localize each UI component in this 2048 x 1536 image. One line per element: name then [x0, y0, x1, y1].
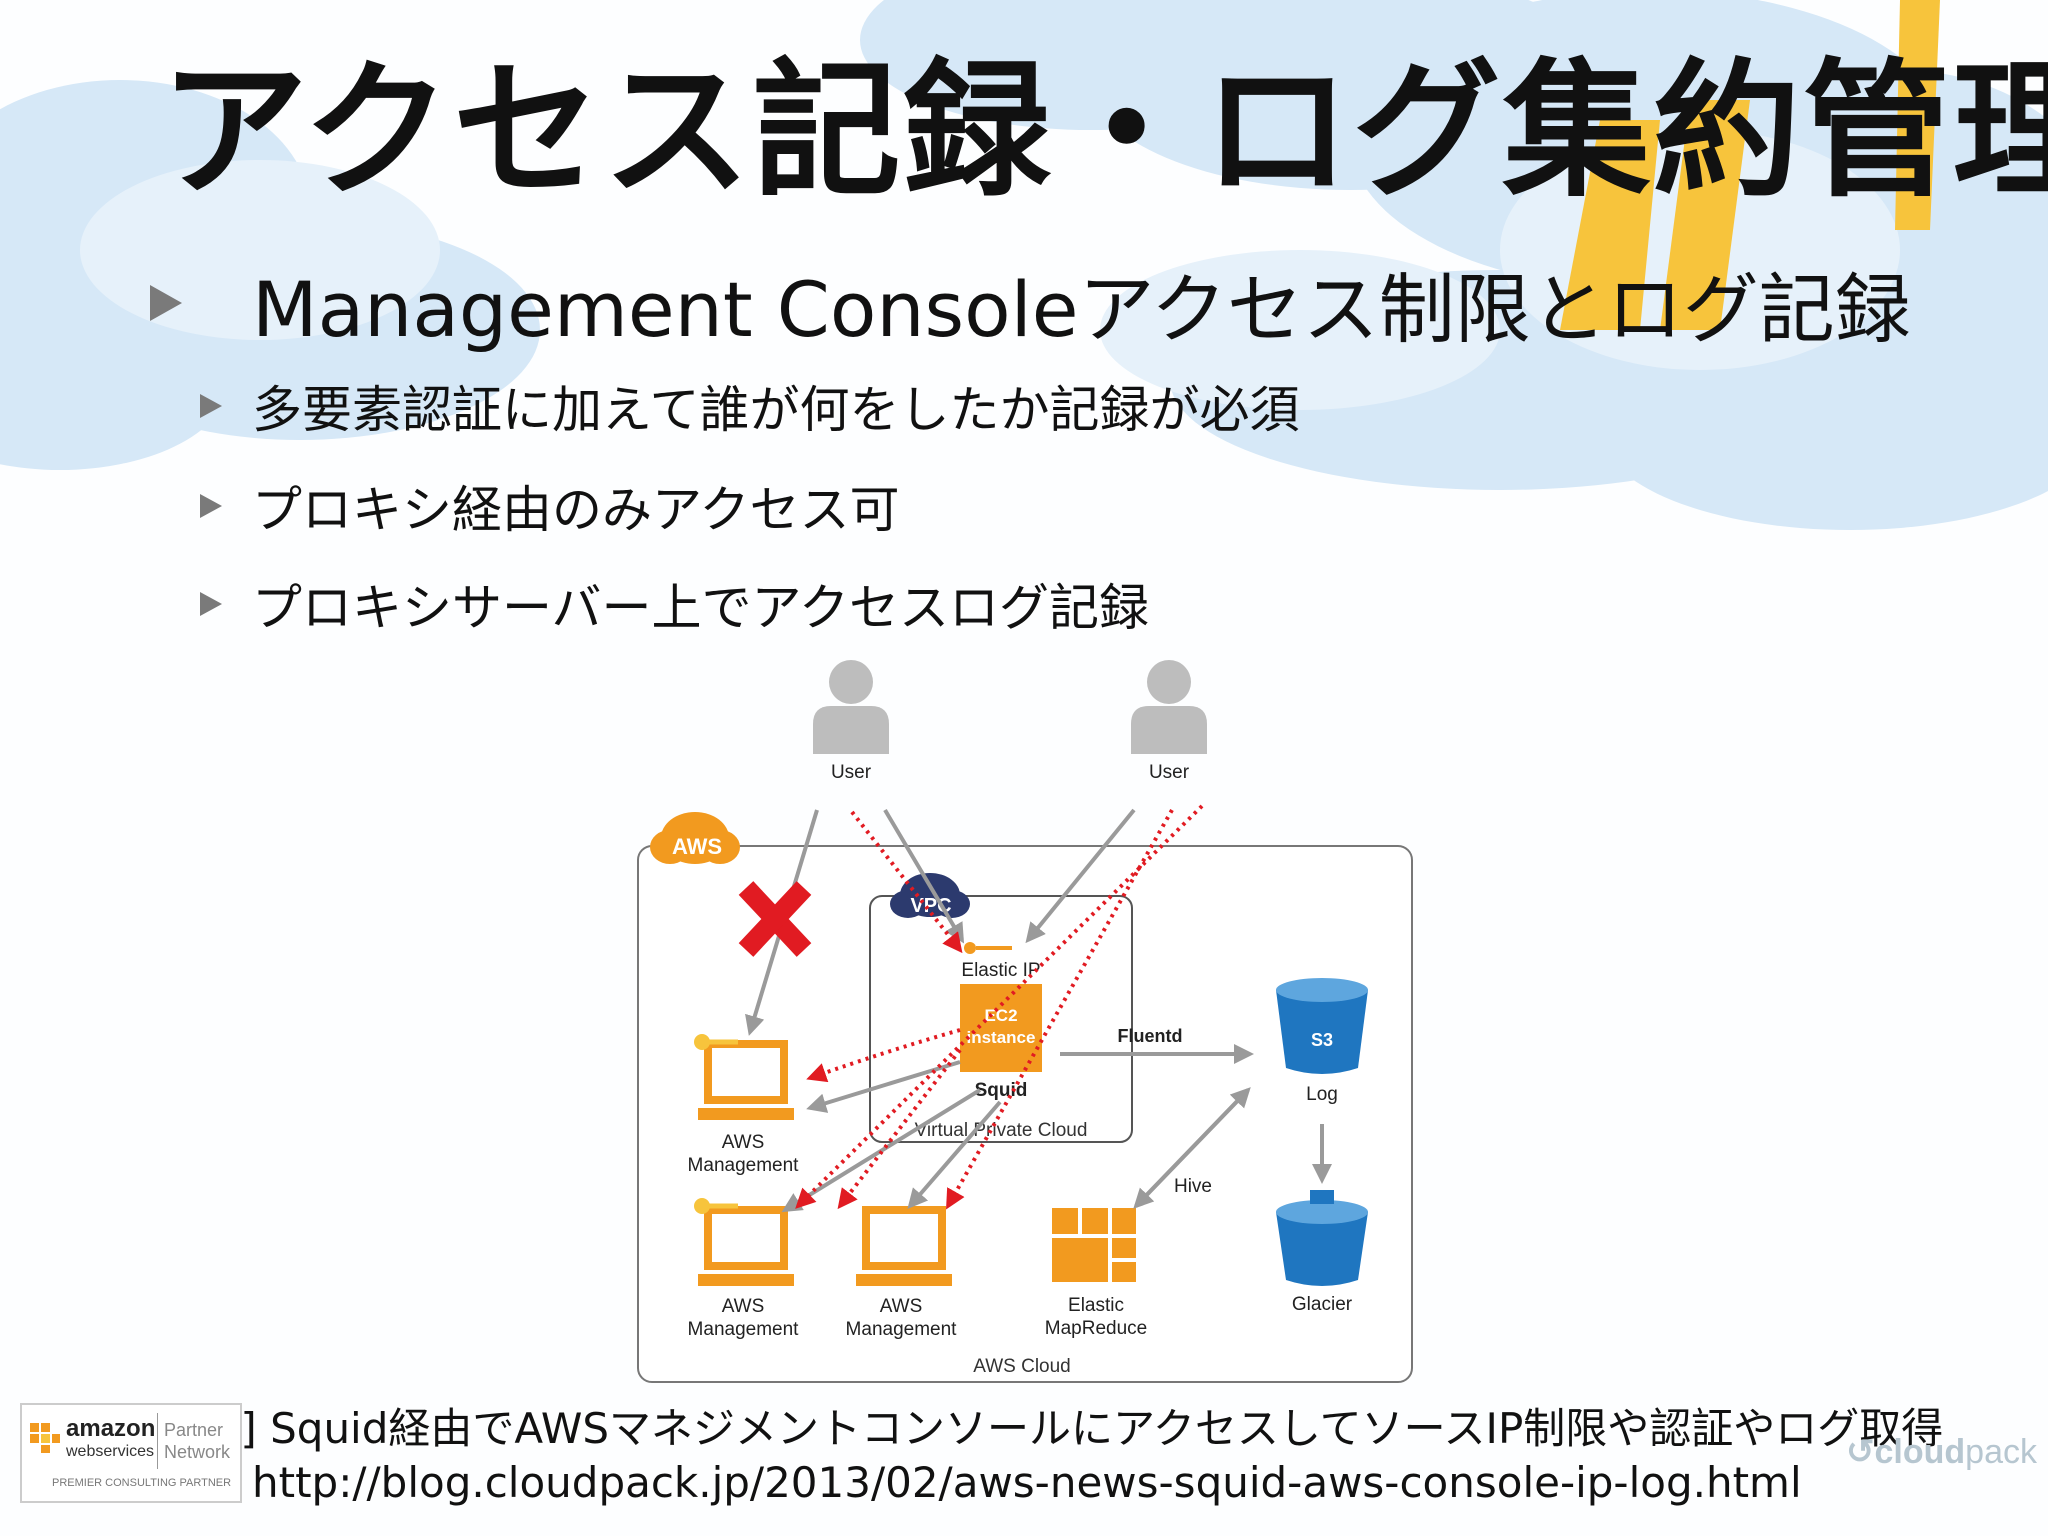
aws-badge-label: AWS: [672, 834, 722, 859]
elastic-ip-icon: [964, 942, 1012, 954]
monitor-icon: [856, 1206, 952, 1286]
user-label: User: [1149, 762, 1190, 783]
red-x-icon: [738, 881, 812, 957]
bullet-triangle-icon: [200, 394, 222, 418]
bullet-main: Management Consoleアクセス制限とログ記録: [150, 248, 1911, 358]
emr-label-1: Elastic: [1068, 1295, 1124, 1316]
sub-bullet-text: 多要素認証に加えて誰が何をしたか記録が必須: [252, 381, 1300, 439]
sub-bullet-text: プロキシサーバー上でアクセスログ記録: [252, 579, 1149, 637]
bullet-triangle-icon: [150, 285, 182, 321]
emr-icon: [1052, 1208, 1136, 1282]
monitor-icon: [694, 1034, 794, 1120]
cloudpack-text-b: pack: [1965, 1433, 2037, 1471]
ec2-instance-icon: EC2 instance: [960, 984, 1042, 1072]
vpc-label: Virtual Private Cloud: [915, 1120, 1088, 1141]
amazon-text: amazon: [66, 1415, 156, 1442]
hive-label: Hive: [1174, 1176, 1212, 1197]
user-icon: [813, 660, 889, 754]
architecture-diagram: AWS Cloud AWS VPC Virtual Private Cloud …: [637, 660, 1413, 1383]
aws-cloud-boundary: [637, 845, 1413, 1383]
vpc-box: [869, 895, 1133, 1143]
amazon-cubes-icon: [30, 1423, 60, 1453]
logo-divider: [157, 1413, 158, 1469]
bullet-triangle-icon: [200, 592, 222, 616]
sub-bullet: プロキシ経由のみアクセス可: [200, 470, 900, 542]
reference-url[interactable]: http://blog.cloudpack.jp/2013/02/aws-new…: [252, 1458, 1802, 1507]
aws-mgmt-label-1: AWS: [880, 1296, 923, 1317]
monitor-icon: [694, 1198, 794, 1286]
aws-mgmt-label-2: Management: [688, 1319, 800, 1340]
aws-badge-icon: AWS: [650, 812, 740, 864]
user-icon: [1131, 660, 1207, 754]
cloudpack-text-a: cloud: [1874, 1433, 1966, 1471]
emr-label-2: MapReduce: [1045, 1318, 1147, 1339]
partner-text: Partner: [164, 1420, 224, 1440]
elastic-ip-label: Elastic IP: [961, 960, 1040, 981]
ec2-label-2: instance: [967, 1028, 1036, 1047]
sub-bullet: 多要素認証に加えて誰が何をしたか記録が必須: [200, 370, 1300, 442]
user-label: User: [831, 762, 872, 783]
squid-label: Squid: [975, 1080, 1028, 1101]
aws-mgmt-label-1: AWS: [722, 1132, 765, 1153]
bucket-icon: S3: [1276, 978, 1368, 1074]
aws-mgmt-label-2: Management: [846, 1319, 958, 1340]
aws-cloud-label: AWS Cloud: [973, 1356, 1071, 1377]
reference-text: [参考] Squid経由でAWSマネジメントコンソールにアクセスしてソースIP制…: [140, 1404, 1944, 1453]
log-label: Log: [1306, 1084, 1338, 1105]
premier-text: PREMIER CONSULTING PARTNER: [52, 1477, 232, 1489]
bucket-icon: [1276, 1190, 1368, 1286]
glacier-label: Glacier: [1292, 1294, 1353, 1315]
s3-label: S3: [1311, 1030, 1333, 1050]
bullet-main-text: Management Consoleアクセス制限とログ記録: [252, 265, 1911, 354]
cloudpack-icon: ↺: [1846, 1433, 1875, 1471]
webservices-text: webservices: [66, 1443, 155, 1460]
cloudpack-logo: ↺cloudpack: [1846, 1432, 2037, 1472]
fluentd-label: Fluentd: [1118, 1026, 1183, 1046]
sub-bullet-text: プロキシ経由のみアクセス可: [252, 481, 900, 539]
slide-title: アクセス記録・ログ集約管理: [160, 45, 2048, 217]
ec2-label-1: EC2: [984, 1006, 1017, 1025]
aws-mgmt-label-2: Management: [688, 1155, 800, 1176]
aws-mgmt-label-1: AWS: [722, 1296, 765, 1317]
bullet-triangle-icon: [200, 494, 222, 518]
sub-bullet: プロキシサーバー上でアクセスログ記録: [200, 568, 1149, 640]
network-text: Network: [164, 1442, 231, 1462]
